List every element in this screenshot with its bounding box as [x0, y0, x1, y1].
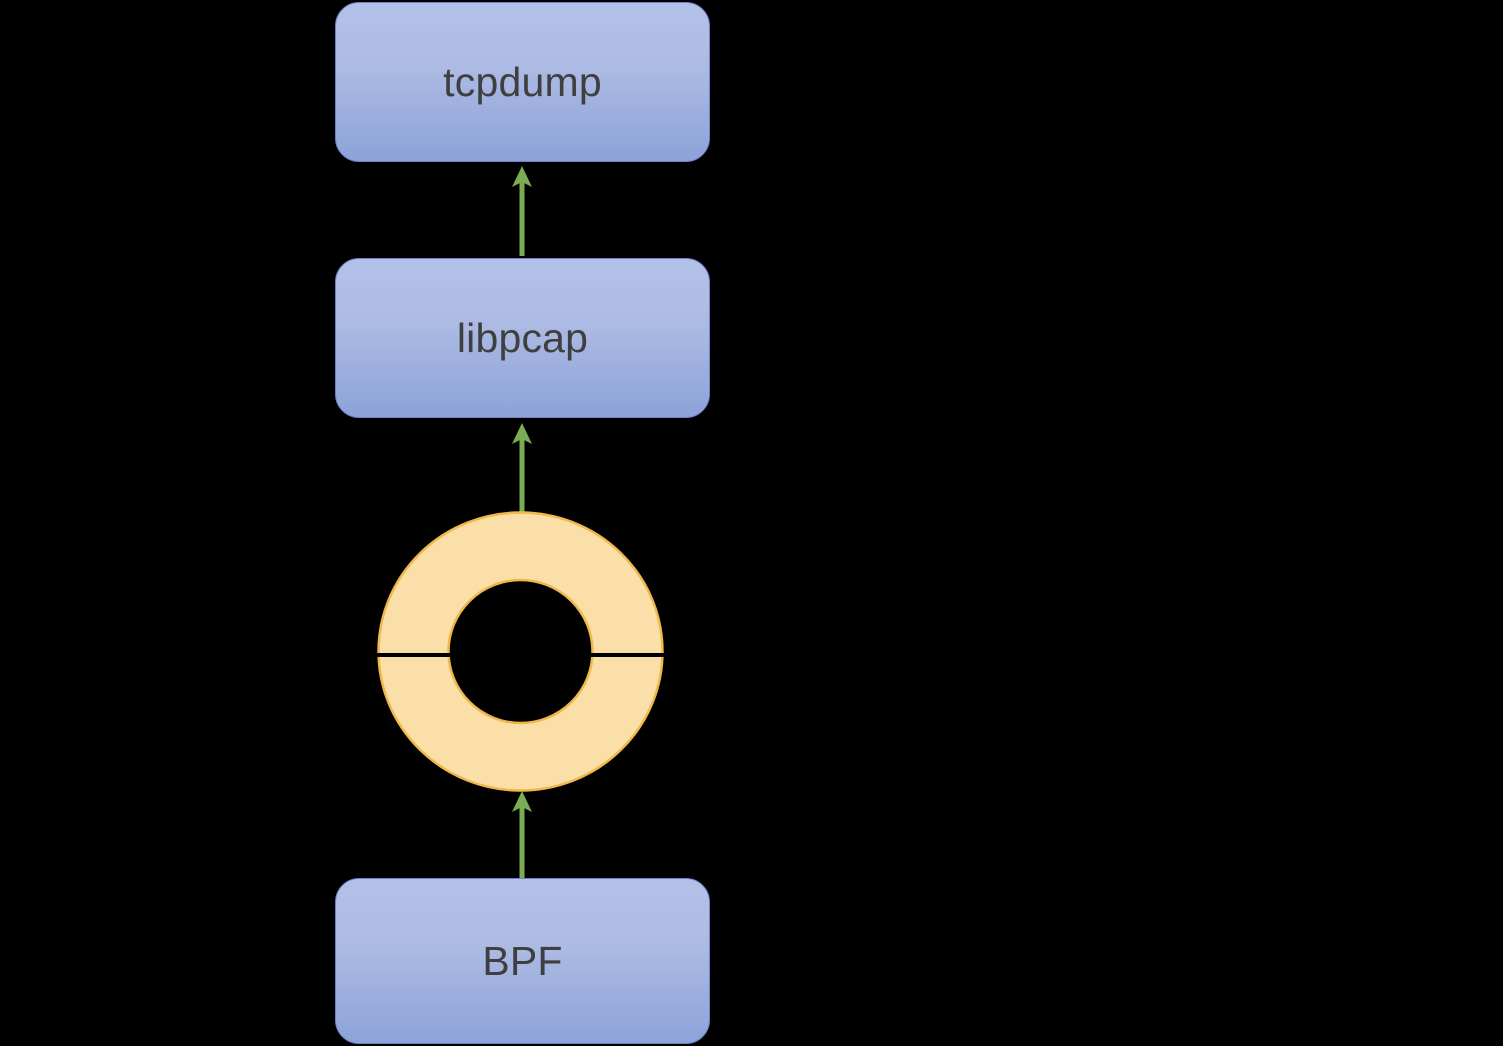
node-libpcap-label: libpcap [456, 314, 589, 361]
node-bpf-label: BPF [482, 937, 563, 984]
node-bpf[interactable]: BPF [335, 878, 710, 1044]
node-tcpdump-label: tcpdump [443, 58, 602, 105]
arrow-libpcap-to-tcpdump [512, 166, 532, 256]
node-libpcap[interactable]: libpcap [335, 258, 710, 418]
arrow-bpf-to-ring [512, 791, 532, 880]
node-tcpdump[interactable]: tcpdump [335, 2, 710, 162]
arrow-ring-to-libpcap [512, 423, 532, 512]
node-ring[interactable] [377, 511, 664, 792]
ring-split-line [377, 653, 664, 657]
ring-donut-icon [377, 511, 664, 792]
